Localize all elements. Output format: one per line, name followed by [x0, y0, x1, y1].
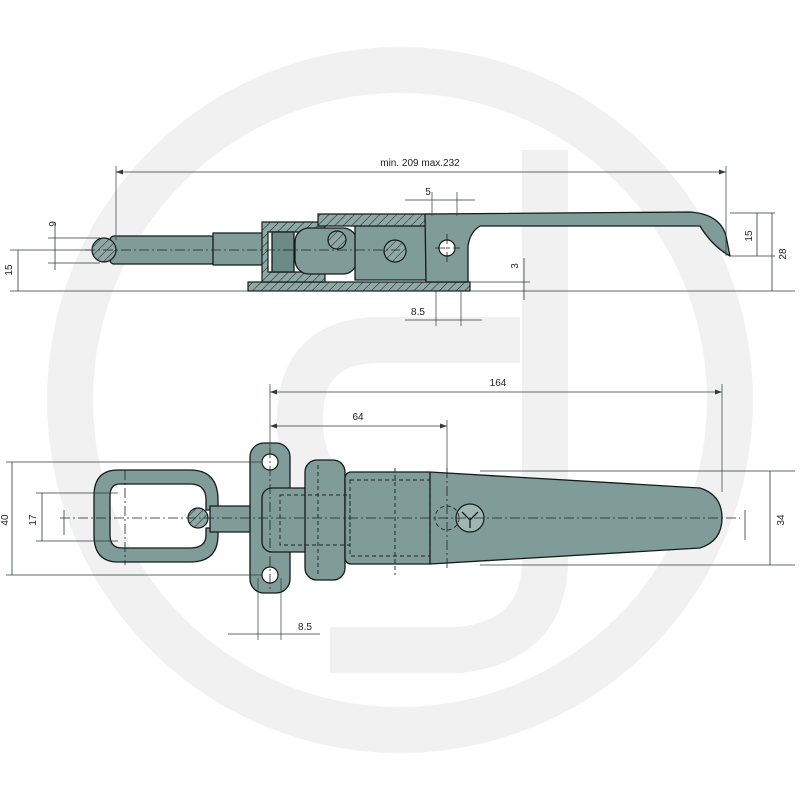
- dim-hole-offset-top: 8.5: [298, 622, 312, 633]
- dim-lever-width: 34: [776, 514, 787, 526]
- dim-eye-width: 17: [28, 514, 39, 526]
- toggle-pin-side: [383, 239, 407, 263]
- dim-hole-spacing: 64: [352, 412, 364, 423]
- base-plate-side: [247, 281, 471, 292]
- side-view: min. 209 max.232 5 9 15 15 28 3 8.5: [4, 158, 795, 326]
- dim-rod-diameter: 9: [48, 221, 59, 227]
- dim-plate-thickness: 3: [510, 263, 521, 269]
- dim-gap-side: 5: [425, 187, 431, 198]
- lever-side: [424, 211, 731, 283]
- toggle-ears-top: [304, 459, 346, 581]
- dim-plate-width: 40: [0, 514, 11, 526]
- cover-side: [317, 213, 431, 227]
- link-pin-side: [327, 230, 347, 250]
- dim-overall-length-top: 164: [490, 378, 507, 389]
- dim-hole-offset-side: 8.5: [411, 307, 425, 318]
- nut-side: [271, 231, 295, 273]
- dim-overall-length-side: min. 209 max.232: [380, 158, 460, 169]
- threaded-sleeve-side: [212, 232, 264, 266]
- dim-lever-tip-height: 15: [744, 230, 755, 242]
- granit-logo-watermark: [47, 47, 753, 753]
- dim-rod-height: 15: [4, 264, 15, 276]
- link-body-side: [294, 227, 358, 275]
- eye-loop: [93, 469, 219, 563]
- dim-total-height: 28: [778, 248, 789, 260]
- top-view: 164 64 40 17 34 8.5: [0, 378, 795, 640]
